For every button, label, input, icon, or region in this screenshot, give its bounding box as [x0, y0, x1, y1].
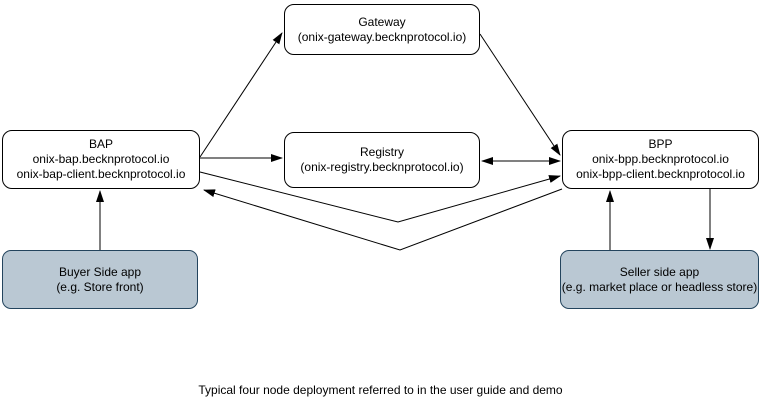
node-title: BAP [88, 137, 113, 151]
node-bpp: BPP onix-bpp.becknprotocol.io onix-bpp-c… [562, 130, 759, 189]
diagram-caption: Typical four node deployment referred to… [198, 383, 563, 397]
node-subtitle: (e.g. Store front) [56, 279, 144, 294]
node-domain: onix-bap.becknprotocol.io [32, 152, 170, 166]
node-gateway: Gateway (onix-gateway.becknprotocol.io) [284, 4, 480, 55]
node-bap: BAP onix-bap.becknprotocol.io onix-bap-c… [2, 130, 200, 189]
edge-bpp-to-bap [203, 188, 563, 251]
node-title: Seller side app [619, 264, 700, 279]
node-seller-side-app: Seller side app (e.g. market place or he… [560, 250, 759, 309]
node-subtitle: (onix-registry.becknprotocol.io) [300, 160, 464, 174]
edge-bap-to-gateway [199, 32, 283, 158]
node-subtitle: (onix-gateway.becknprotocol.io) [297, 29, 467, 44]
node-title: BPP [648, 137, 673, 151]
node-title: Registry [359, 145, 404, 159]
edge-bap-to-bpp [199, 171, 561, 223]
node-title: Gateway [358, 14, 406, 29]
node-buyer-side-app: Buyer Side app (e.g. Store front) [2, 250, 198, 309]
node-title: Buyer Side app [58, 264, 142, 279]
node-subtitle: (e.g. market place or headless store) [561, 279, 758, 294]
node-domain: onix-bap-client.becknprotocol.io [16, 167, 186, 181]
node-registry: Registry (onix-registry.becknprotocol.io… [284, 132, 480, 188]
node-domain: onix-bpp.becknprotocol.io [592, 152, 729, 166]
node-domain: onix-bpp-client.becknprotocol.io [576, 167, 745, 181]
edge-gateway-to-bpp [479, 33, 561, 156]
